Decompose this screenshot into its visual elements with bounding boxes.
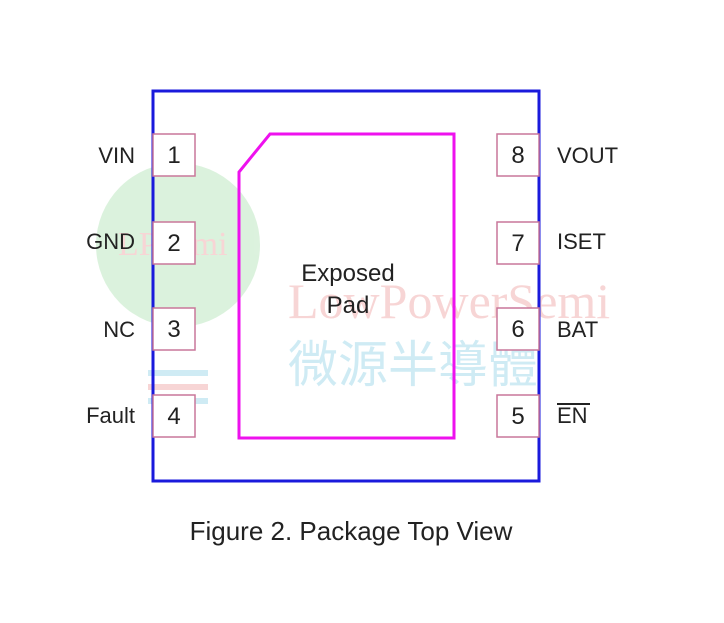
pin-box	[496, 221, 540, 265]
watermark-brand-text: LowPowerSemi	[288, 273, 610, 329]
pin-name: BAT	[557, 317, 598, 342]
pin-7: 7 ISET	[496, 221, 606, 265]
pin-number: 7	[511, 230, 524, 257]
pin-number: 2	[167, 230, 180, 257]
watermark-logo: LPSemi LowPowerSemi 微源半導體	[96, 163, 610, 404]
pin-name: NC	[103, 317, 135, 342]
exposed-pad	[237, 132, 456, 440]
pin-2: 2 GND	[86, 221, 196, 265]
pin-name: ISET	[557, 229, 606, 254]
figure-caption: Figure 2. Package Top View	[189, 516, 513, 546]
pin-5: 5 EN	[496, 394, 590, 438]
pin-box	[496, 307, 540, 351]
pin-box	[152, 394, 196, 438]
pin-box	[496, 133, 540, 177]
pin-name: EN	[557, 403, 588, 428]
pin-6: 6 BAT	[496, 307, 598, 351]
pin-number: 4	[167, 403, 180, 430]
pin-name: Fault	[86, 403, 135, 428]
pin-box	[496, 394, 540, 438]
pin-number: 6	[511, 316, 524, 343]
watermark-stripe	[148, 370, 208, 376]
pin-number: 3	[167, 316, 180, 343]
pin-name: VIN	[98, 143, 135, 168]
exposed-pad-label-line2: Pad	[327, 292, 370, 319]
pin-8: 8 VOUT	[496, 133, 618, 177]
pin-number: 8	[511, 142, 524, 169]
pin-number: 1	[167, 142, 180, 169]
pin-name: VOUT	[557, 143, 618, 168]
pin-4: 4 Fault	[86, 394, 196, 438]
pin-3: 3 NC	[103, 307, 196, 351]
pin-box	[152, 133, 196, 177]
pin-box	[152, 307, 196, 351]
watermark-stripe	[148, 384, 208, 390]
pin-box	[152, 221, 196, 265]
pin-name: GND	[86, 229, 135, 254]
pin-1: 1 VIN	[98, 133, 196, 177]
exposed-pad-label-line1: Exposed	[301, 260, 394, 287]
package-outline	[151, 89, 541, 483]
pin-number: 5	[511, 403, 524, 430]
